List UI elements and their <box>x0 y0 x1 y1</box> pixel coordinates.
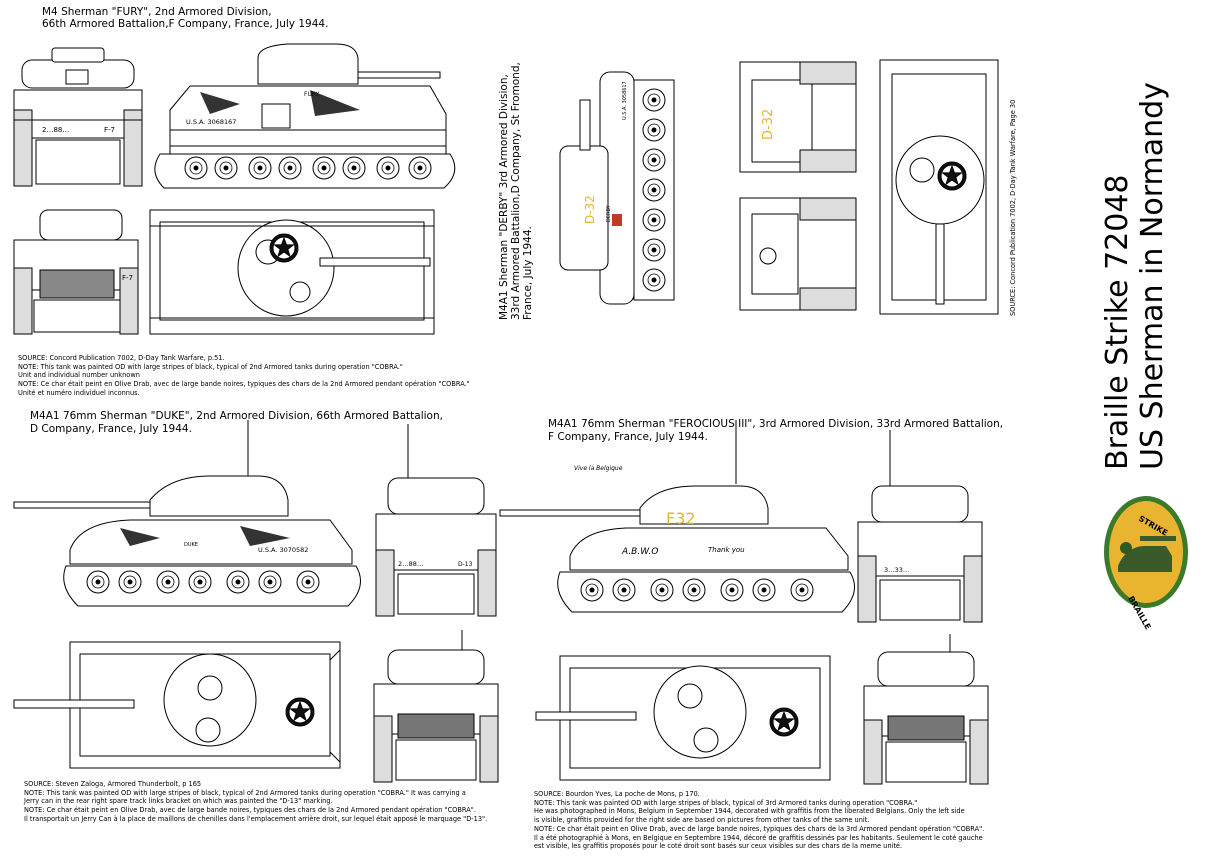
derby-serial: U.S.A. 3058617 <box>622 81 628 120</box>
duke-source-block: SOURCE: Steven Zaloga, Armored Thunderbo… <box>24 780 487 824</box>
ferocious-source-line: Il a été photographié à Mons, en Belgiqu… <box>534 833 983 842</box>
derby-top-view <box>879 59 999 315</box>
ferocious-side-view: F32 A.B.W.O Thank you Vive la Belgique <box>499 420 855 613</box>
ferocious-graffiti-vive: Vive la Belgique <box>574 465 623 472</box>
derby-name: DERBY <box>606 204 612 222</box>
ferocious-source-block: SOURCE: Bourdon Yves, La poche de Mons, … <box>534 790 984 851</box>
duke-front-marking-right: D-13 <box>458 561 473 568</box>
fury-source-line: Unité et numéro individuel inconnus. <box>18 388 140 397</box>
fury-caption-line-2: 66th Armored Battalion,F Company, France… <box>42 18 329 30</box>
fury-source-line: NOTE: Ce char était peint en Olive Drab,… <box>18 380 470 389</box>
fury-front-view: 2…88… F-7 <box>13 47 143 187</box>
ferocious-source-line: SOURCE: Bourdon Yves, La poche de Mons, … <box>534 790 700 798</box>
derby-front-marking: D-32 <box>761 109 776 140</box>
derby-red-marking <box>612 214 622 226</box>
duke-side-serial: U.S.A. 3070582 <box>258 546 308 554</box>
ferocious-rear-view <box>863 634 989 785</box>
fury-rear-marking: F-7 <box>122 274 133 282</box>
duke-source-line: SOURCE: Steven Zaloga, Armored Thunderbo… <box>24 780 202 788</box>
ferocious-caption-line-2: F Company, France, July 1944. <box>548 431 708 443</box>
derby-rear-view <box>739 197 857 311</box>
ferocious-top-view <box>535 655 831 781</box>
duke-side-name: DUKE <box>184 542 198 548</box>
ferocious-front-view: 3…33… <box>857 430 983 623</box>
duke-front-marking: 2…88… <box>398 560 423 568</box>
fury-source-line: NOTE: This tank was painted OD with larg… <box>18 362 403 371</box>
braille-strike-logo: STRIKE BRAILLE <box>1104 496 1188 631</box>
fury-side-view: U.S.A. 3068167 FURY <box>154 43 456 189</box>
ferocious-side-marking: F32 <box>666 509 696 528</box>
duke-top-view <box>13 641 341 769</box>
derby-side-view: D-32 DERBY U.S.A. 3058617 <box>559 71 675 305</box>
fury-source-line: SOURCE: Concord Publication 7002, D-Day … <box>18 354 225 362</box>
duke-source-line: NOTE: Ce char était peint en Olive Drab,… <box>24 806 476 815</box>
ferocious-source-line: NOTE: Ce char était peint en Olive Drab,… <box>534 824 985 833</box>
fury-source-block: SOURCE: Concord Publication 7002, D-Day … <box>18 354 470 398</box>
ferocious-graffiti-abwo: A.B.W.O <box>621 547 658 557</box>
fury-rear-view: F-7 <box>13 209 139 335</box>
fury-source-line: Unit and individual number unknown <box>18 371 140 380</box>
duke-source-line: Jerry can in the rear right spare track … <box>24 797 333 806</box>
fury-caption-line-1: M4 Sherman "FURY", 2nd Armored Division, <box>42 6 272 18</box>
duke-source-line: Il transportait un Jerry Can à la place … <box>24 814 488 823</box>
ferocious-source-line: He was photographed in Mons, Belgium in … <box>534 807 965 816</box>
fury-top-view <box>149 209 435 335</box>
ferocious-front-marking: 3…33… <box>884 566 909 574</box>
fury-front-marking-left: 2…88… <box>42 126 69 134</box>
duke-source-line: NOTE: This tank was painted OD with larg… <box>24 788 466 797</box>
fury-front-marking-right: F-7 <box>104 126 115 134</box>
duke-front-view: 2…88… D-13 <box>375 424 497 617</box>
fury-side-name: FURY <box>304 91 320 98</box>
derby-marking: D-32 <box>583 195 597 224</box>
ferocious-caption-line-1: M4A1 76mm Sherman "FEROCIOUS III", 3rd A… <box>548 418 1004 430</box>
duke-side-view: U.S.A. 3070582 DUKE <box>13 420 361 607</box>
ferocious-source-line: is visible, graffitis provided for the r… <box>534 816 870 825</box>
fury-side-serial: U.S.A. 3068167 <box>186 118 236 126</box>
derby-front-view: D-32 <box>739 61 857 173</box>
duke-caption-line-2: D Company, France, July 1944. <box>30 423 192 435</box>
duke-rear-view <box>373 630 499 783</box>
ferocious-graffiti-thank-you: Thank you <box>708 546 745 554</box>
ferocious-source-line: NOTE: This tank was painted OD with larg… <box>534 798 918 807</box>
duke-caption-line-1: M4A1 76mm Sherman "DUKE", 2nd Armored Di… <box>30 410 443 422</box>
ferocious-source-line: est visible, les graffitis proposés pour… <box>534 842 903 851</box>
